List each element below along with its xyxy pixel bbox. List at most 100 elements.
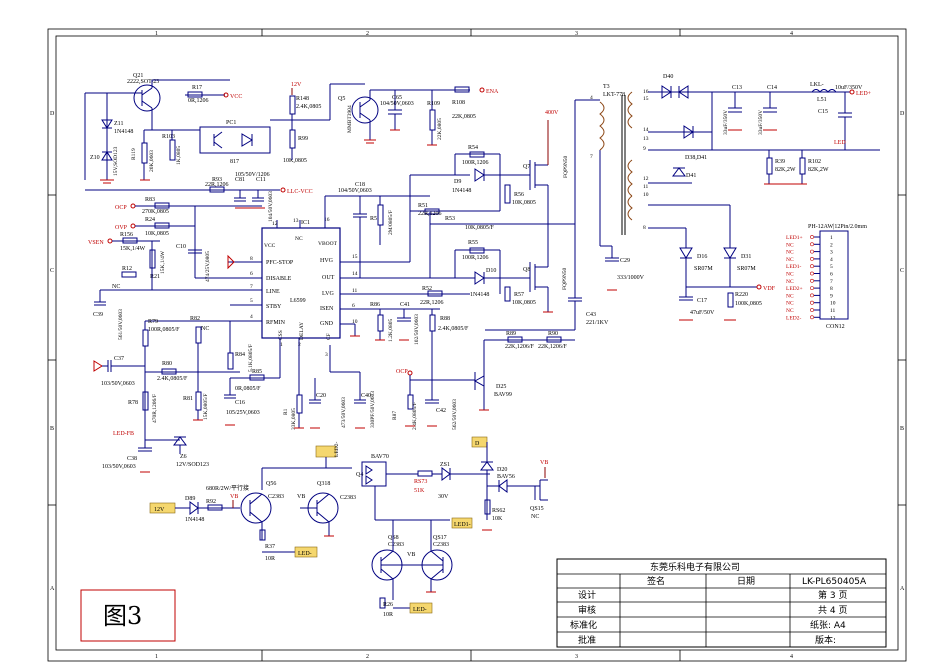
z11-value: 1N4148 xyxy=(114,129,133,135)
ic-right-pin-6-name: GND xyxy=(320,321,334,327)
c10-ref: C10 xyxy=(176,244,186,250)
c38-ref: C38 xyxy=(127,456,137,462)
standby-control-block: Q21 2222,SOT-23 R17 0R,1206 VCC Z11 1N41… xyxy=(84,73,499,184)
c81-value: 105/50V/1206 xyxy=(235,172,270,178)
rs73-ref: RS73 xyxy=(414,479,427,485)
t3-pin-15: 15 xyxy=(643,96,649,102)
t3-pin-4: 4 xyxy=(590,95,593,101)
d-net: D xyxy=(475,441,480,447)
r90-value: 22K,1206/F xyxy=(538,344,568,350)
r220-ref: R220 xyxy=(735,292,748,298)
t3-pin-14: 14 xyxy=(643,127,649,133)
connector-pin-number: 7 xyxy=(830,279,833,285)
c39-ref: C39 xyxy=(93,312,103,318)
ic-bottom-pin-3-name: CF xyxy=(326,333,332,340)
row-b-right: B xyxy=(900,426,904,432)
col-1-top: 1 xyxy=(155,31,158,37)
title-row-approve: 批准 xyxy=(578,634,596,646)
r90-ref: R90 xyxy=(548,331,558,337)
ic-left-pin-6-name: RFMIN xyxy=(266,320,286,326)
r21-value: 15K,1/4W xyxy=(160,250,166,274)
c65-value: 104/50V,0603 xyxy=(380,101,414,107)
ic-left-pin-1-name: VCC xyxy=(264,243,276,249)
ic-left-pin-4-num: 7 xyxy=(250,284,253,290)
r89-value: 22K,1206/F xyxy=(505,344,535,350)
ovp-net: OVP xyxy=(115,225,128,231)
t3-value: LKT-778 xyxy=(603,92,625,98)
r12-ref: R12 xyxy=(122,266,132,272)
title-total: 共 4 页 xyxy=(818,605,847,616)
ocp-sense-net: OCP xyxy=(396,369,408,375)
vb-right-net: VB xyxy=(540,460,548,466)
t3-pin-9: 9 xyxy=(643,146,646,152)
r12-value: NC xyxy=(112,284,120,290)
title-row-design: 设计 xyxy=(578,589,596,601)
c10-value: 474/25V,0805 xyxy=(205,251,211,282)
r93-ref: R93 xyxy=(212,177,222,183)
d31-value: SR07M xyxy=(737,266,756,272)
r81-ref: R81 xyxy=(183,396,193,402)
r148-value: 2.4K,0805 xyxy=(296,104,321,110)
q8-value: FQP9N50 xyxy=(562,267,568,290)
d16-ref: D16 xyxy=(697,254,707,260)
ic-part: L6599 xyxy=(290,298,306,304)
r1-value: 33K,0805 xyxy=(291,408,297,430)
r103-ref: R103 xyxy=(162,134,175,140)
c40-ref: C40 xyxy=(361,393,371,399)
qs8-value: C2383 xyxy=(388,542,404,548)
z11-ref: Z11 xyxy=(114,121,123,127)
ic-right-pin-3-name: OUT xyxy=(322,275,335,281)
connector-pin-number: 6 xyxy=(830,272,833,278)
d20-ref: D20 xyxy=(497,467,507,473)
connector-pin-label: NC xyxy=(786,272,794,278)
r57-ref: R57 xyxy=(514,292,524,298)
col-3-bottom: 3 xyxy=(575,654,578,660)
title-row-standard: 标准化 xyxy=(570,619,597,631)
r78-value: 470R,1206/F xyxy=(152,394,158,423)
d38-ref: D38,D41 xyxy=(685,155,707,161)
vb-mid-net: VB xyxy=(297,494,305,500)
ic-left-pin-1-num: 12 xyxy=(272,221,278,227)
figure-label: 图3 xyxy=(103,602,142,630)
c42-ref: C42 xyxy=(436,408,446,414)
l51-ref: LKL- xyxy=(810,82,824,88)
d25-value: BAV99 xyxy=(494,392,512,398)
ic-left-pin-5-num: 5 xyxy=(250,298,253,304)
q21-ref: Q21 xyxy=(133,73,143,79)
z6-ref: Z6 xyxy=(180,454,187,460)
llc-vcc-supply: R93 22R,1206 C81 105/50V/1206 C11 104/50… xyxy=(85,172,313,222)
q56-ref: Q56 xyxy=(266,481,276,487)
connector-pin-number: 1 xyxy=(830,235,833,241)
row-b-left: B xyxy=(50,426,54,432)
c13-ref: C13 xyxy=(732,85,742,91)
ic-top-pin-name: NC xyxy=(295,236,303,242)
ic-bottom-pin-1-name: CSS xyxy=(278,330,284,340)
r119-value: 20K,0603 xyxy=(149,150,155,172)
connector-pin-number: 9 xyxy=(830,293,833,299)
ic-left-pin-3-name: DISABLE xyxy=(266,276,292,282)
r83-ref: R83 xyxy=(145,197,155,203)
c29-value: 333/1000V xyxy=(617,275,645,281)
qs17-ref: QS17 xyxy=(433,535,447,541)
d9-ref: D9 xyxy=(454,179,461,185)
figure-label-box xyxy=(80,589,176,642)
r82-ref: R82 xyxy=(190,316,200,322)
d25-ref: D25 xyxy=(496,384,506,390)
r84-value: 5.1K,0805/F xyxy=(248,344,254,372)
r54-value: 100R,1206 xyxy=(462,160,489,166)
c14-value: 33uF/350V xyxy=(758,110,764,135)
r102-value: 82K,2W xyxy=(808,167,829,173)
connector-pin-number: 11 xyxy=(830,308,836,314)
inner-frame xyxy=(55,35,899,651)
qs15-ref: QS15 xyxy=(530,506,544,512)
connector-pin-terminal xyxy=(810,278,814,283)
row-c-right: C xyxy=(900,268,904,274)
r39-ref: R39 xyxy=(775,159,785,165)
zs1-value: 30V xyxy=(438,494,449,500)
c43-value: 221/1KV xyxy=(586,320,609,326)
ic-right-pin-1-num: 16 xyxy=(324,217,330,223)
vb-bottom-net: VB xyxy=(407,552,415,558)
r92-ref: R92 xyxy=(206,499,216,505)
col-1-bottom: 1 xyxy=(155,654,158,660)
ic-right-pin-1-name: VBOOT xyxy=(318,241,338,247)
